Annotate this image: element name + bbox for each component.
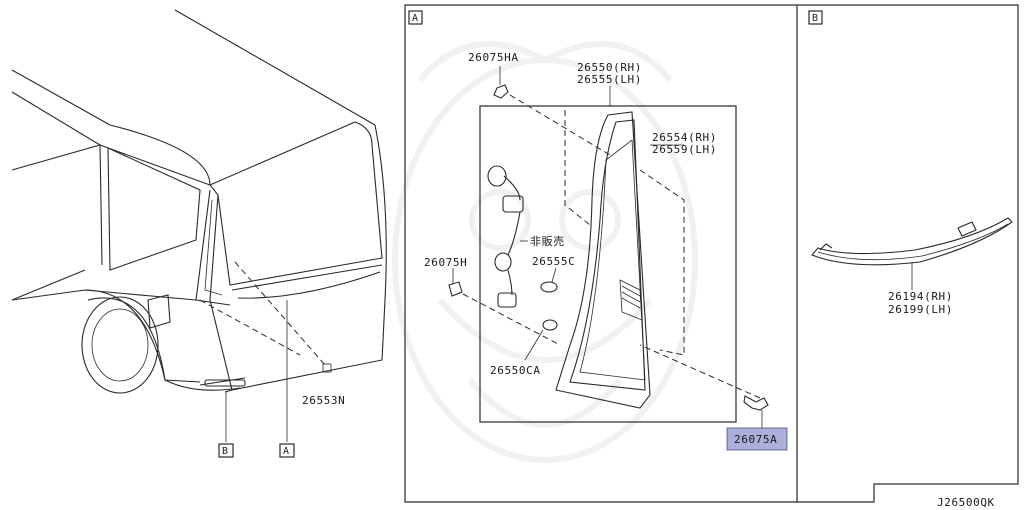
section-a-tag: A	[412, 13, 418, 24]
highlight-26075a	[726, 427, 788, 451]
rear-reflector	[811, 217, 1013, 290]
section-a-frame	[404, 4, 1019, 503]
part-label-26550-rh: 26550(RH)	[577, 61, 642, 74]
label-not-for-sale: 非販売	[530, 235, 565, 248]
section-b-frame	[808, 10, 823, 25]
part-label-26199-lh: 26199(LH)	[888, 303, 953, 316]
part-label-26555-lh: 26555(LH)	[577, 73, 642, 86]
part-label-26075ha: 26075HA	[468, 51, 519, 64]
part-label-26559-lh: 26559(LH)	[652, 143, 717, 156]
diagram-code: J26500QK	[937, 496, 995, 509]
assembly-box	[479, 105, 737, 423]
screw-26075ha	[493, 66, 611, 156]
bulb-26555c	[540, 267, 558, 293]
watermark-emblem	[392, 41, 698, 463]
clip-26075h	[448, 268, 561, 346]
part-label-26550ca: 26550CA	[490, 364, 541, 377]
screw-26075a	[639, 344, 769, 428]
part-label-26194-rh: 26194(RH)	[888, 290, 953, 303]
part-label-26553n: 26553N	[302, 394, 345, 407]
callout-a-vehicle: A	[279, 443, 295, 458]
callout-b-vehicle: B	[218, 443, 234, 458]
part-label-26554-rh: 26554(RH)	[652, 131, 717, 144]
section-b-tag: B	[812, 13, 818, 24]
bulb-26550ca	[524, 319, 558, 361]
vehicle-rear-view	[11, 9, 387, 442]
part-label-26075h: 26075H	[424, 256, 467, 269]
part-label-26075a: 26075A	[734, 433, 777, 446]
rear-combination-lamp	[555, 110, 685, 409]
svg-text:B: B	[222, 446, 228, 457]
svg-text:A: A	[283, 446, 289, 457]
wiring-harness	[487, 165, 528, 308]
part-label-26555c: 26555C	[532, 255, 575, 268]
